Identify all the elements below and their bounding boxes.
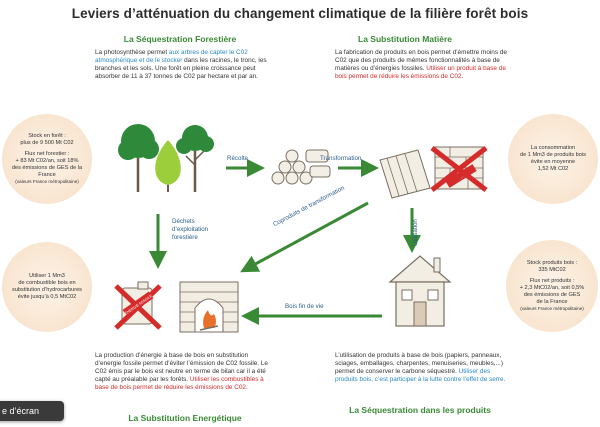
forest-text-end: dans les racines, le tronc, les branches…	[95, 57, 267, 81]
circle-text: Stock en forêt :	[28, 133, 66, 139]
circle-text: de 1 Mm3 de produits bois	[520, 152, 586, 158]
label-transformation: Transformation	[320, 155, 362, 162]
arrow-coproduits	[240, 201, 369, 273]
products-text: L’utilisation de produits à base de bois…	[335, 352, 504, 376]
trees-icon	[118, 124, 214, 192]
forest-paragraph: La photosynthèse permet aux arbres de ca…	[95, 49, 280, 81]
circle-text: + 83 Mt C02/an, soit 18%	[15, 158, 79, 164]
circle-text: des émissions de GES de la	[11, 165, 83, 171]
circle-text: de combustible bois en	[18, 280, 76, 286]
energy-text: La production d’énergie à base de bois e…	[95, 352, 268, 384]
material-text-highlight: Utiliser un produit à base de bois perme…	[335, 65, 506, 81]
label-fin-de-vie: Bois fin de vie	[285, 303, 324, 310]
material-paragraph: La fabrication de produits en bois perme…	[335, 49, 510, 81]
house-icon	[388, 255, 452, 327]
label-dechets-line: d’exploitation	[172, 226, 209, 233]
label-dechets: Déchets d’exploitation forestière	[172, 218, 208, 242]
circle-text: Flux net forestier :	[24, 151, 70, 157]
section-title-material: La Substitution Matière	[358, 34, 452, 44]
circle-text: 1,52 Mt C02	[537, 166, 569, 172]
products-text-highlight: Utiliser des produits bois, c’est partic…	[335, 368, 506, 384]
circle-text: Stock produits bois :	[526, 260, 578, 266]
bricks-crossed-icon: ...	[430, 146, 488, 192]
forest-stock-circle: Stock en forêt : plus de 9 500 Mt C02 Fl…	[2, 114, 92, 204]
circle-text: France	[38, 172, 56, 178]
circle-text: substitution d’hydrocarbures	[12, 287, 82, 293]
consumption-circle: La consommation de 1 Mm3 de produits boi…	[508, 114, 598, 204]
forest-text-highlight: aux arbres de capter le C02 atmosphériqu…	[95, 49, 248, 65]
label-dechets-line: forestière	[172, 234, 198, 241]
material-text: La fabrication de produits en bois perme…	[335, 49, 507, 73]
label-recolte: Récolte	[227, 155, 248, 162]
circle-text: Utiliser 1 Mm3	[29, 273, 65, 279]
forest-text: La photosynthèse permet	[95, 49, 169, 56]
material-stamp: ...	[459, 173, 464, 179]
circle-text: plus de 9 500 Mt C02	[20, 140, 74, 146]
circle-text: évite jusqu’à 0,5 MtC02	[17, 294, 77, 300]
label-dechets-line: Déchets	[172, 218, 195, 225]
products-stock-circle: Stock produits bois : 335 MtC02 Flux net…	[506, 240, 598, 332]
section-title-energy: La Substitution Energétique	[128, 413, 242, 423]
circle-text: La consommation	[530, 145, 576, 151]
circle-text: évite en moyenne	[530, 159, 576, 165]
planks-icon	[379, 149, 431, 199]
circle-text: des émissions de GES	[523, 292, 581, 298]
circle-text: 335 MtC02	[538, 267, 566, 273]
circle-note: (valeurs France métropolitaine)	[520, 306, 584, 311]
page-title: Leviers d’atténuation du changement clim…	[71, 6, 529, 21]
energy-paragraph: La production d’énergie à base de bois e…	[95, 352, 275, 392]
fuel-circle: Utiliser 1 Mm3 de combustible bois en su…	[2, 242, 92, 332]
screenshot-tooltip: e d’écran	[0, 401, 64, 421]
circle-note: (valeurs France métropolitaine)	[15, 179, 79, 184]
circle-text: Flux net produits :	[529, 278, 575, 284]
log-pile-icon	[271, 149, 331, 185]
section-title-forest: La Séquestration Forestière	[123, 34, 237, 44]
fuel-can-crossed-icon: ÉNERGIE FOSSILE	[114, 281, 162, 330]
label-utilisation: Utilisation	[412, 219, 419, 246]
fireplace-icon	[179, 281, 239, 333]
circle-text: de la France	[536, 299, 568, 305]
energy-text-highlight: Utiliser les combustibles à base de bois…	[95, 376, 264, 392]
circle-text: + 2,3 MtC02/an, soit 0,5%	[519, 285, 585, 291]
products-paragraph: L’utilisation de produits à base de bois…	[335, 352, 507, 384]
section-title-products: La Séquestration dans les produits	[349, 405, 491, 415]
